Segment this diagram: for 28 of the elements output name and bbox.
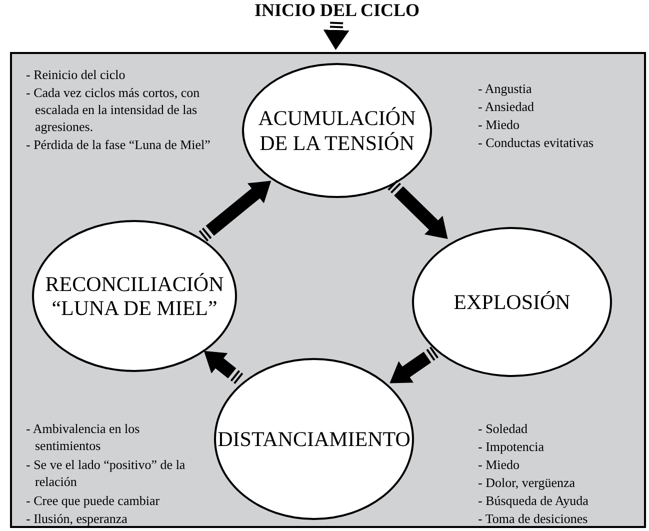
list-item: - Miedo [478,456,521,473]
block-arrow [390,346,439,384]
list-item: - Conductas evitativas [478,134,595,151]
block-arrow [204,350,244,384]
list-item: - Ansiedad [478,98,535,115]
list-item: - Pérdida de la fase “Luna de Miel” [26,136,212,153]
list-item: - Ilusión, esperanza [26,510,128,527]
list-item: - Angustia [478,80,533,97]
list-item: - Cada vez ciclos más cortos, con escalada en la intensidad de las agresiones. [26,84,201,135]
block-arrow [323,22,350,50]
phase-ellipse: DISTANCIAMIENTO [214,358,414,520]
title: INICIO DEL CICLO [217,0,457,20]
list-item: - Se ve el lado “positivo” de la relación [26,456,186,490]
list-item: - Impotencia [478,438,546,455]
list-item: - Reinicio del ciclo [26,66,126,83]
panel-background [10,52,646,528]
block-arrow [388,180,448,240]
list-item: - Dolor, vergüenza [478,474,576,491]
list-item: - Miedo [478,116,521,133]
list-item: - Cree que puede cambiar [26,492,161,509]
list-item: - Búsqueda de Ayuda [478,492,590,509]
phase-ellipse: EXPLOSIÓN [412,227,612,377]
phase-ellipse: ACUMULACIÓN DE LA TENSIÓN [242,63,432,198]
list-item: - Soledad [478,420,528,437]
list-item: - Ambivalencia en los sentimientos [26,420,141,454]
block-arrow [198,180,272,242]
list-item: - Toma de desiciones [478,510,589,527]
phase-ellipse: RECONCILIACIÓN “LUNA DE MIEL” [32,220,237,372]
